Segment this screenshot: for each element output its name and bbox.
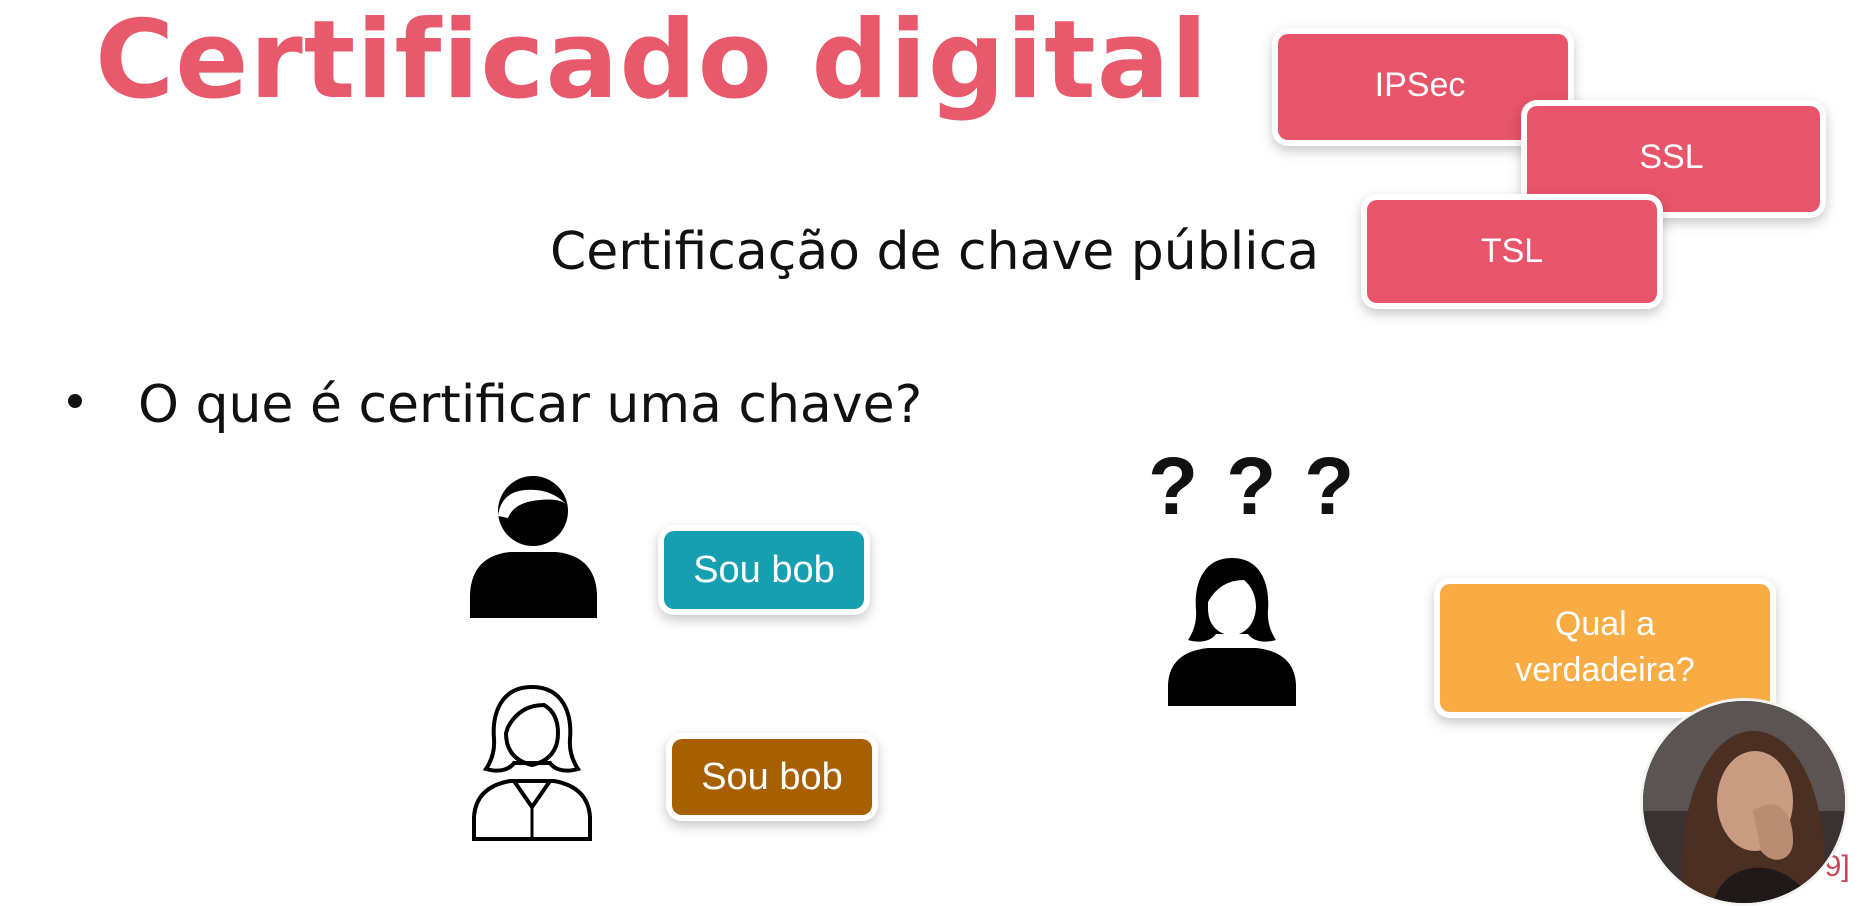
speech-box-first: Sou bob xyxy=(664,531,864,609)
protocol-label-ssl: SSL xyxy=(1639,137,1704,176)
protocol-box-ssl: SSL xyxy=(1527,106,1820,212)
slide-subtitle: Certificação de chave pública xyxy=(550,222,1320,282)
slide-title: Certificado digital xyxy=(95,0,1209,123)
speech-first-label: Sou bob xyxy=(693,548,835,591)
protocol-box-tsl: TSL xyxy=(1367,200,1657,303)
bullet-text: O que é certificar uma chave? xyxy=(138,375,923,435)
man-person-icon xyxy=(470,476,597,618)
protocol-label-tsl: TSL xyxy=(1480,232,1544,270)
question-line-1: Qual a xyxy=(1554,605,1656,644)
question-line-2: verdadeira? xyxy=(1515,651,1695,689)
question-marks: ??? xyxy=(1148,441,1383,532)
protocol-box-ipsec: IPSec xyxy=(1278,34,1568,140)
question-box: Qual a verdadeira? xyxy=(1440,584,1770,712)
bullet-marker xyxy=(68,394,82,408)
protocol-label-ipsec: IPSec xyxy=(1374,65,1466,104)
speech-second-label: Sou bob xyxy=(701,755,843,798)
presenter-webcam xyxy=(1640,698,1848,906)
woman-outline-person-icon xyxy=(472,684,592,841)
woman-person-icon xyxy=(1168,558,1296,706)
presenter-video-image xyxy=(1643,701,1845,903)
speech-box-second: Sou bob xyxy=(672,739,872,815)
